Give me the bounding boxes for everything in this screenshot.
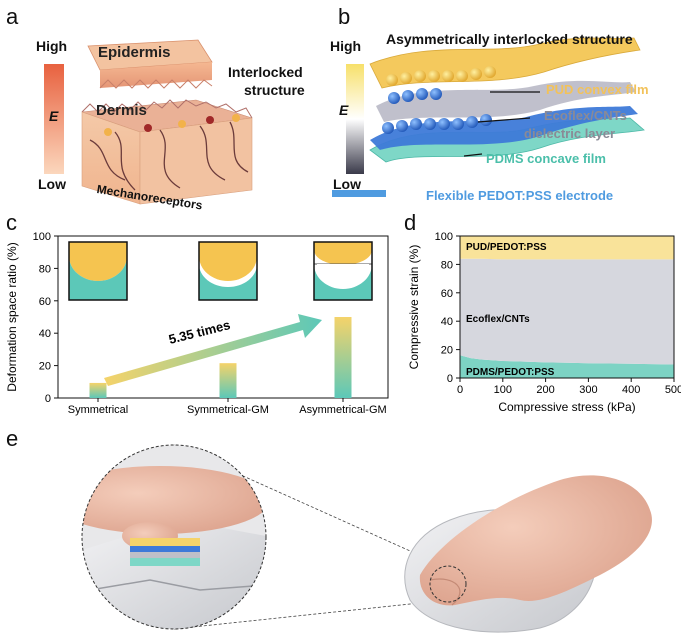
panel-b-modulus-scale: [346, 64, 364, 174]
y-tick-label: 100: [33, 231, 51, 243]
x-tick-label: Symmetrical: [68, 404, 129, 416]
growth-annotation: 5.35 times: [167, 317, 232, 347]
bar: [334, 317, 352, 398]
panel-b-title: Asymmetrically interlocked structure: [386, 31, 633, 47]
label-dielectric: dielectric layer: [524, 126, 616, 141]
y-tick-label: 80: [441, 259, 453, 271]
zoom-inset: [82, 445, 266, 629]
x-tick-label: Asymmetrical-GM: [299, 404, 386, 416]
area-series: [460, 236, 674, 260]
x-tick-label: 400: [622, 384, 640, 396]
inset-concave: [314, 264, 372, 300]
y-tick-label: 60: [39, 296, 51, 308]
y-tick-label: 40: [441, 316, 453, 328]
inset-convex: [314, 242, 372, 265]
schematic-inset: [68, 241, 128, 301]
inset-convex: [199, 242, 257, 281]
electrode-legend-swatch: [332, 190, 386, 197]
bar: [89, 382, 107, 398]
inset-void: [317, 264, 369, 287]
label-ecoflex: Ecoflex/CNTs: [544, 108, 627, 123]
plot-frame: [459, 235, 675, 379]
label-pud: PUD convex film: [546, 82, 649, 97]
panel-b-bead-rows: [382, 66, 496, 134]
panel-a-scale-high: High: [36, 38, 68, 54]
panel-b-scale-high: High: [330, 38, 362, 54]
panel-a-scale-symbol: E: [49, 108, 59, 124]
label-structure: structure: [244, 82, 305, 98]
panel-e-letter: e: [6, 426, 19, 451]
growth-arrow: [104, 314, 322, 386]
y-tick-label: 0: [45, 393, 51, 405]
inset-border: [68, 241, 128, 301]
label-electrode: Flexible PEDOT:PSS electrode: [426, 188, 614, 203]
panel-b-layer-illustration: [332, 37, 645, 197]
x-tick-label: 0: [457, 384, 463, 396]
panel-d-letter: d: [404, 210, 417, 235]
inset-convex: [69, 242, 127, 281]
panel-b-letter: b: [338, 4, 351, 29]
schematic-inset: [198, 241, 258, 301]
y-tick-label: 80: [39, 263, 51, 275]
inset-border: [198, 241, 258, 301]
x-tick-label: 300: [579, 384, 597, 396]
inset-border: [313, 241, 373, 301]
bar: [219, 363, 237, 398]
y-axis-label: Deformation space ratio (%): [5, 242, 19, 391]
label-dermis: Dermis: [96, 102, 147, 119]
schematic-inset: [313, 241, 373, 301]
inset-concave: [199, 264, 257, 300]
x-tick-label: 200: [536, 384, 554, 396]
x-axis-label: Compressive stress (kPa): [498, 400, 635, 414]
inset-concave: [69, 256, 127, 300]
series-label: PDMS/PEDOT:PSS: [466, 367, 555, 378]
y-tick-label: 20: [441, 345, 453, 357]
panel-e-mouse-illustration: [81, 444, 652, 633]
y-tick-label: 40: [39, 328, 51, 340]
panel-a-skin-illustration: [44, 39, 253, 205]
x-tick-label: Symmetrical-GM: [187, 404, 269, 416]
panel-c-letter: c: [6, 210, 17, 235]
area-series: [460, 355, 674, 378]
x-tick-label: 500: [665, 384, 681, 396]
label-interlocked: Interlocked: [228, 64, 303, 80]
y-tick-label: 0: [447, 373, 453, 385]
panel-d-area-chart: PUD/PEDOT:PSSEcoflex/CNTsPDMS/PEDOT:PSS0…: [407, 231, 681, 414]
panel-a-scale-low: Low: [38, 176, 66, 192]
panel-b-scale-symbol: E: [339, 102, 349, 118]
y-tick-label: 20: [39, 361, 51, 373]
series-label: PUD/PEDOT:PSS: [466, 242, 547, 253]
hand: [419, 475, 652, 606]
series-label: Ecoflex/CNTs: [466, 314, 530, 325]
label-pdms: PDMS concave film: [486, 151, 606, 166]
y-tick-label: 60: [441, 288, 453, 300]
label-epidermis: Epidermis: [98, 44, 171, 61]
area-series: [460, 258, 674, 365]
panel-a-modulus-scale: [44, 64, 64, 174]
panel-b-scale-low: Low: [333, 176, 361, 192]
y-tick-label: 100: [435, 231, 453, 243]
panel-a-letter: a: [6, 4, 19, 29]
y-axis-label: Compressive strain (%): [407, 245, 421, 370]
x-tick-label: 100: [494, 384, 512, 396]
